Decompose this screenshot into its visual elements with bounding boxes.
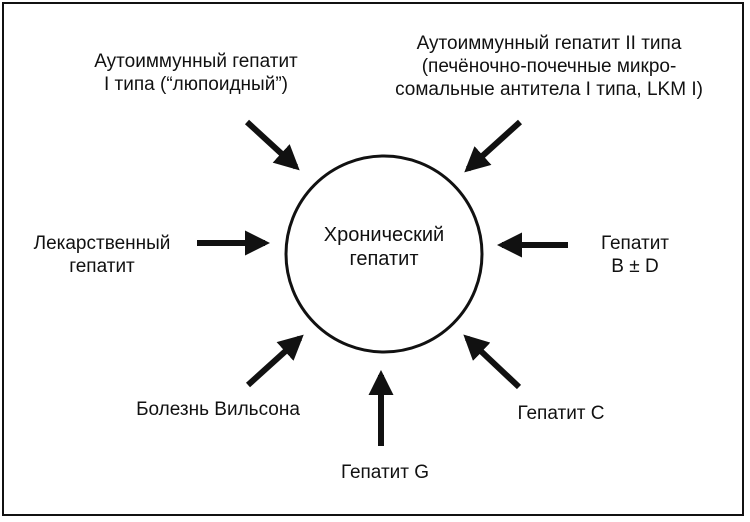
label-wilson-disease: Болезнь Вильсона <box>104 398 332 421</box>
arrow-autoimmune-1 <box>244 119 300 171</box>
arrow-hepatitis-c <box>463 334 522 390</box>
center-label-line2: гепатит <box>349 248 419 270</box>
label-hepatitis-g-line1: Гепатит G <box>340 462 430 483</box>
label-hepatitis-bd: Гепатит B ± D <box>570 232 700 278</box>
center-circle <box>284 154 484 354</box>
center-label: Хронический гепатит <box>286 223 482 271</box>
label-drug-hepatitis-line1: Лекарственный <box>33 233 171 254</box>
label-drug-hepatitis: Лекарственный гепатит <box>10 232 194 278</box>
label-hepatitis-c-line1: Гепатит C <box>517 403 605 424</box>
label-autoimmune-2-line1: Аутоиммунный гепатит II типа <box>416 33 682 54</box>
label-autoimmune-1-line2: I типа (“люпоидный”) <box>104 74 288 95</box>
label-hepatitis-g: Гепатит G <box>315 461 455 484</box>
label-hepatitis-bd-line2: B ± D <box>611 256 659 277</box>
label-drug-hepatitis-line2: гепатит <box>69 256 135 277</box>
label-autoimmune-2-line3: сомальные антитела I типа, LKM I) <box>395 79 703 100</box>
label-autoimmune-2-line2: (печёночно-почечные микро- <box>421 56 677 77</box>
label-autoimmune-1: Аутоиммунный гепатит I типа (“люпоидный”… <box>62 50 330 96</box>
label-hepatitis-bd-line1: Гепатит <box>600 233 670 254</box>
label-hepatitis-c: Гепатит C <box>496 402 626 425</box>
label-wilson-disease-line1: Болезнь Вильсона <box>136 399 300 420</box>
arrow-wilson <box>245 334 304 388</box>
label-autoimmune-2: Аутоиммунный гепатит II типа (печёночно-… <box>356 32 742 101</box>
diagram-frame <box>2 2 744 516</box>
center-label-line1: Хронический <box>323 224 445 246</box>
label-autoimmune-1-line1: Аутоиммунный гепатит <box>94 51 298 72</box>
arrow-autoimmune-2 <box>464 119 523 173</box>
